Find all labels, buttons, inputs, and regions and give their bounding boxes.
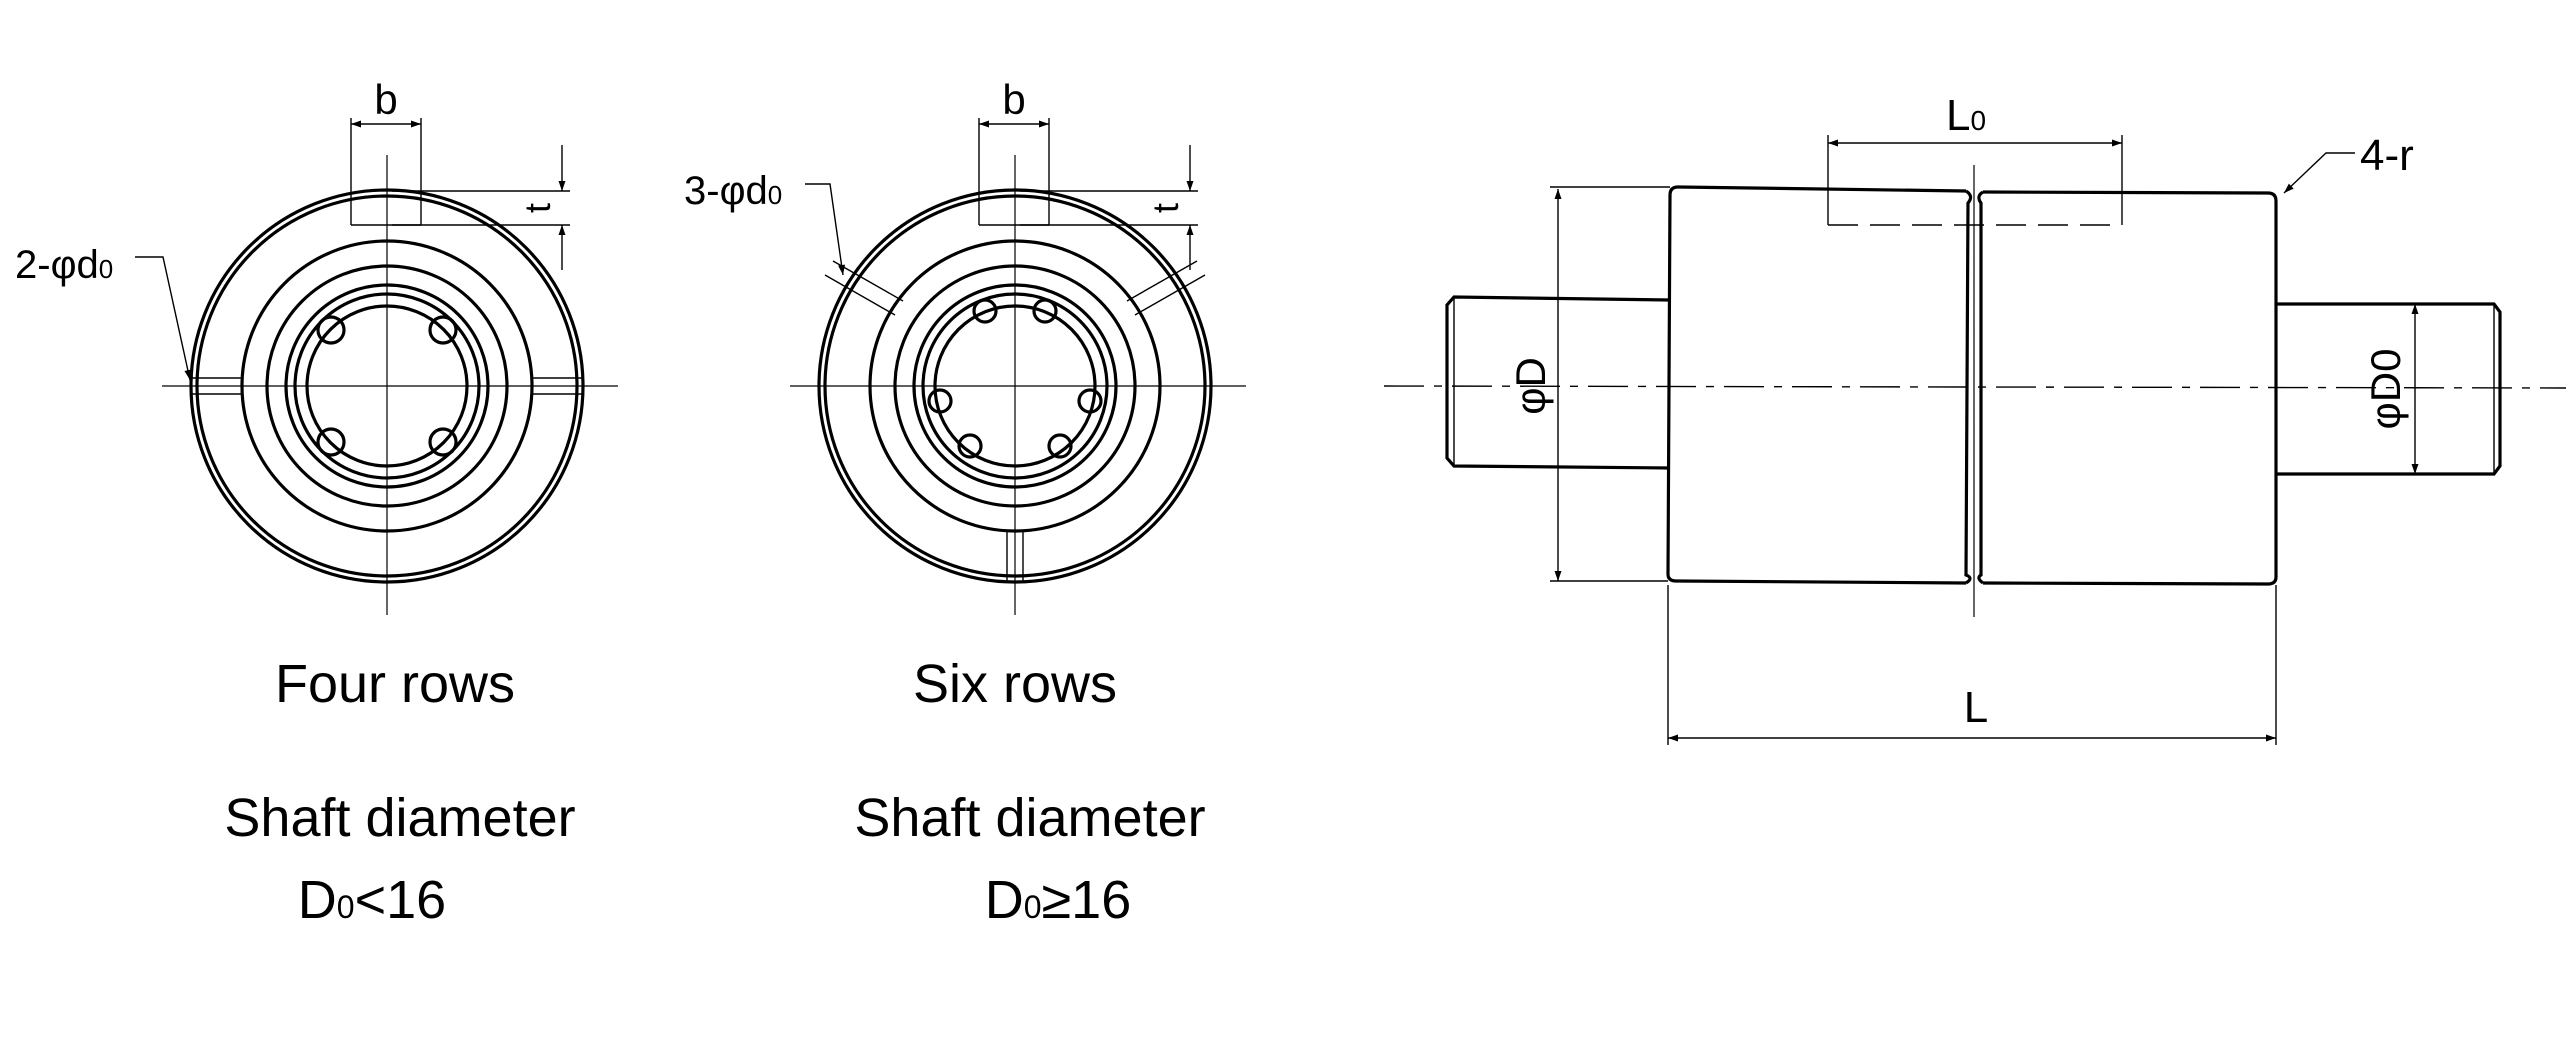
dim-t-label: t	[1145, 203, 1186, 213]
side-centerlines	[1383, 165, 2566, 617]
dim-r-label: 4-r	[2360, 131, 2414, 180]
dim-D: φD	[1507, 186, 1670, 582]
four-rows-oil-holes	[191, 377, 583, 395]
outer-sleeve	[1666, 185, 2278, 586]
four-rows-centerlines	[162, 155, 618, 615]
four-rows-shaft-label: Shaft diameter	[224, 788, 575, 848]
six-rows-hole-leader: 3-φd0	[684, 169, 846, 276]
four-rows-dim-t: t	[392, 145, 570, 270]
four-rows-hole-leader: 2-φd0	[15, 243, 192, 381]
dim-D0-label: φD0	[2362, 349, 2409, 430]
six-rows-dim-t: t	[1020, 145, 1198, 270]
hole-callout: 2-φd0	[15, 243, 113, 287]
hole-callout: 3-φd0	[684, 169, 782, 213]
dim-b-label: b	[1002, 76, 1025, 123]
four-rows-condition: D0<16	[298, 870, 446, 930]
dim-r: 4-r	[2283, 131, 2414, 194]
six-rows-dim-b: b	[978, 76, 1050, 226]
six-rows-oil-holes	[824, 260, 1206, 582]
dim-b-label: b	[374, 76, 397, 123]
six-rows-shaft-label: Shaft diameter	[854, 788, 1205, 848]
side-view: L0 4-r φD φD0 L	[1383, 91, 2566, 745]
four-rows-view: b t 2-φd0 Four rows Shaft diameter D0<16	[15, 76, 618, 930]
dim-L0: L0	[1827, 91, 2123, 226]
six-rows-condition: D0≥16	[985, 870, 1132, 930]
dim-t-label: t	[517, 203, 558, 213]
shaft-right	[2276, 302, 2502, 476]
four-rows-dim-b: b	[350, 76, 422, 226]
six-rows-view: b t 3-φd0 Six rows Shaft diameter D0≥16	[684, 76, 1246, 930]
dim-D-label: φD	[1507, 357, 1554, 415]
six-rows-title: Six rows	[913, 654, 1117, 714]
dim-L: L	[1667, 585, 2277, 745]
four-rows-title: Four rows	[275, 654, 515, 714]
dim-L-label: L	[1964, 683, 1988, 732]
shaft-left	[1445, 295, 1671, 470]
dim-L0-label: L0	[1946, 91, 1986, 140]
dim-D0: φD0	[2362, 304, 2419, 474]
six-rows-centerlines	[790, 155, 1246, 615]
